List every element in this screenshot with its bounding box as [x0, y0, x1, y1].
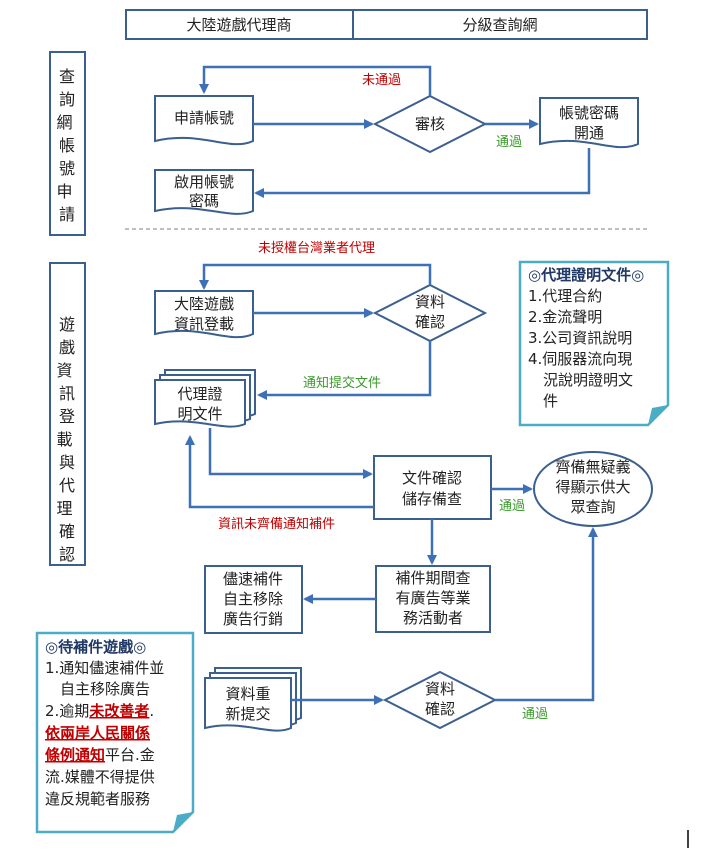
svg-text:申請帳號: 申請帳號 — [174, 109, 234, 127]
node-remove-ads: 儘速補件 自主移除 廣告行銷 — [204, 565, 303, 634]
label-notify-incomplete: 資訊未齊備通知補件 — [218, 516, 335, 532]
svg-text:審核: 審核 — [415, 115, 445, 133]
note-pending-line5: 條例通知平台.金 — [45, 746, 155, 764]
note-pending-games: ◎待補件遊戲◎ 1.通知儘速補件並 自主移除廣告 2.逾期未改善者. 依兩岸人民… — [35, 631, 195, 834]
arrow-open-to-activate — [254, 148, 591, 198]
label-notify-submit: 通知提交文件 — [303, 375, 381, 391]
note-pending-line3: 2.逾期未改善者. — [45, 702, 154, 720]
svg-text:資料重: 資料重 — [225, 685, 270, 703]
svg-text:大陸遊戲: 大陸遊戲 — [174, 295, 234, 313]
svg-text:資料: 資料 — [425, 680, 455, 698]
header-right-label: 分級查詢網 — [462, 16, 537, 34]
node-activate-account: 啟用帳號 密碼 — [154, 169, 254, 215]
section-top-text: 查詢網 帳號申 請 — [56, 67, 77, 224]
arrow-confirm-notify-submit — [257, 341, 432, 400]
label-passed-3: 通過 — [522, 707, 548, 722]
node-doc-check: 文件確認 儲存備查 — [373, 455, 492, 520]
svg-text:自主移除廣告: 自主移除廣告 — [45, 680, 150, 698]
svg-text:密碼: 密碼 — [189, 192, 219, 210]
svg-text:4.伺服器流向現: 4.伺服器流向現 — [528, 350, 632, 368]
svg-text:補件期間查: 補件期間查 — [395, 569, 470, 587]
svg-text:有廣告等業: 有廣告等業 — [395, 589, 470, 607]
svg-text:違反規範者服務: 違反規範者服務 — [45, 790, 150, 808]
svg-text:1.通知儘速補件並: 1.通知儘速補件並 — [45, 659, 164, 677]
svg-text:3.公司資訊說明: 3.公司資訊說明 — [528, 329, 632, 347]
label-passed-2: 通過 — [499, 499, 525, 514]
svg-text:明文件: 明文件 — [177, 405, 222, 423]
svg-text:儲存備查: 儲存備查 — [402, 490, 462, 508]
section-label-bottom: 遊戲資 訊登載 與代理 確認 — [49, 262, 86, 566]
arrow-check-incomplete — [185, 435, 374, 509]
svg-text:2.金流聲明: 2.金流聲明 — [528, 308, 602, 326]
node-public-query: 齊備無疑義 得顯示供大 眾查詢 — [533, 451, 653, 527]
svg-text:流.媒體不得提供: 流.媒體不得提供 — [45, 768, 155, 786]
svg-text:眾查詢: 眾查詢 — [570, 498, 615, 516]
label-passed: 通過 — [496, 135, 522, 150]
svg-text:件: 件 — [528, 392, 558, 410]
arrow-confirm2-passed — [495, 527, 598, 702]
svg-text:確認: 確認 — [425, 700, 455, 718]
svg-text:新提交: 新提交 — [225, 705, 270, 723]
svg-text:資料: 資料 — [415, 293, 445, 311]
note-proxy-title: ◎代理證明文件◎ — [528, 266, 644, 284]
node-review-diamond: 審核 — [372, 94, 488, 154]
label-not-authorized: 未授權台灣業者代理 — [258, 240, 375, 256]
svg-text:得顯示供大: 得顯示供大 — [555, 478, 630, 496]
svg-text:儘速補件: 儘速補件 — [223, 570, 283, 588]
header-left-label: 大陸遊戲代理商 — [186, 16, 291, 34]
svg-text:開通: 開通 — [574, 124, 604, 142]
node-game-info: 大陸遊戲 資訊登載 — [154, 290, 254, 339]
svg-text:確認: 確認 — [415, 313, 445, 331]
arrow-review-not-passed — [199, 65, 432, 96]
note-pending-title: ◎待補件遊戲◎ — [45, 638, 146, 656]
arrow-docs-to-check — [208, 428, 373, 479]
node-data-confirm-diamond: 資料 確認 — [372, 283, 488, 343]
node-resubmit: 資料重 新提交 — [204, 667, 302, 732]
header-bar: 大陸遊戲代理商 分級查詢網 — [125, 9, 648, 40]
svg-text:啟用帳號: 啟用帳號 — [174, 173, 234, 191]
svg-text:帳號密碼: 帳號密碼 — [559, 104, 619, 122]
node-proxy-docs: 代理證 明文件 — [154, 369, 256, 428]
svg-text:代理證: 代理證 — [177, 385, 222, 403]
node-apply-account: 申請帳號 — [154, 95, 254, 146]
node-account-open: 帳號密碼 開通 — [539, 97, 639, 149]
svg-text:依兩岸人民關係: 依兩岸人民關係 — [45, 724, 150, 742]
svg-text:文件確認: 文件確認 — [402, 469, 462, 487]
node-data-confirm2-diamond: 資料 確認 — [382, 670, 498, 730]
svg-text:資訊登載: 資訊登載 — [174, 315, 234, 333]
node-supplement-check: 補件期間查 有廣告等業 務活動者 — [375, 565, 491, 633]
svg-text:廣告行銷: 廣告行銷 — [223, 610, 283, 628]
svg-text:齊備無疑義: 齊備無疑義 — [555, 458, 630, 476]
svg-text:1.代理合約: 1.代理合約 — [528, 287, 602, 305]
section-label-top: 查詢網 帳號申 請 — [49, 51, 86, 236]
svg-text:況說明證明文: 況說明證明文 — [528, 371, 633, 389]
arrow-confirm-not-authorized — [199, 263, 432, 290]
svg-text:自主移除: 自主移除 — [223, 590, 283, 608]
svg-text:務活動者: 務活動者 — [403, 609, 463, 627]
label-not-passed: 未通過 — [362, 73, 401, 88]
note-proxy-docs: ◎代理證明文件◎ 1.代理合約 2.金流聲明 3.公司資訊說明 4.伺服器流向現… — [518, 260, 670, 427]
section-bottom-text: 遊戲資 訊登載 與代理 確認 — [56, 315, 77, 564]
